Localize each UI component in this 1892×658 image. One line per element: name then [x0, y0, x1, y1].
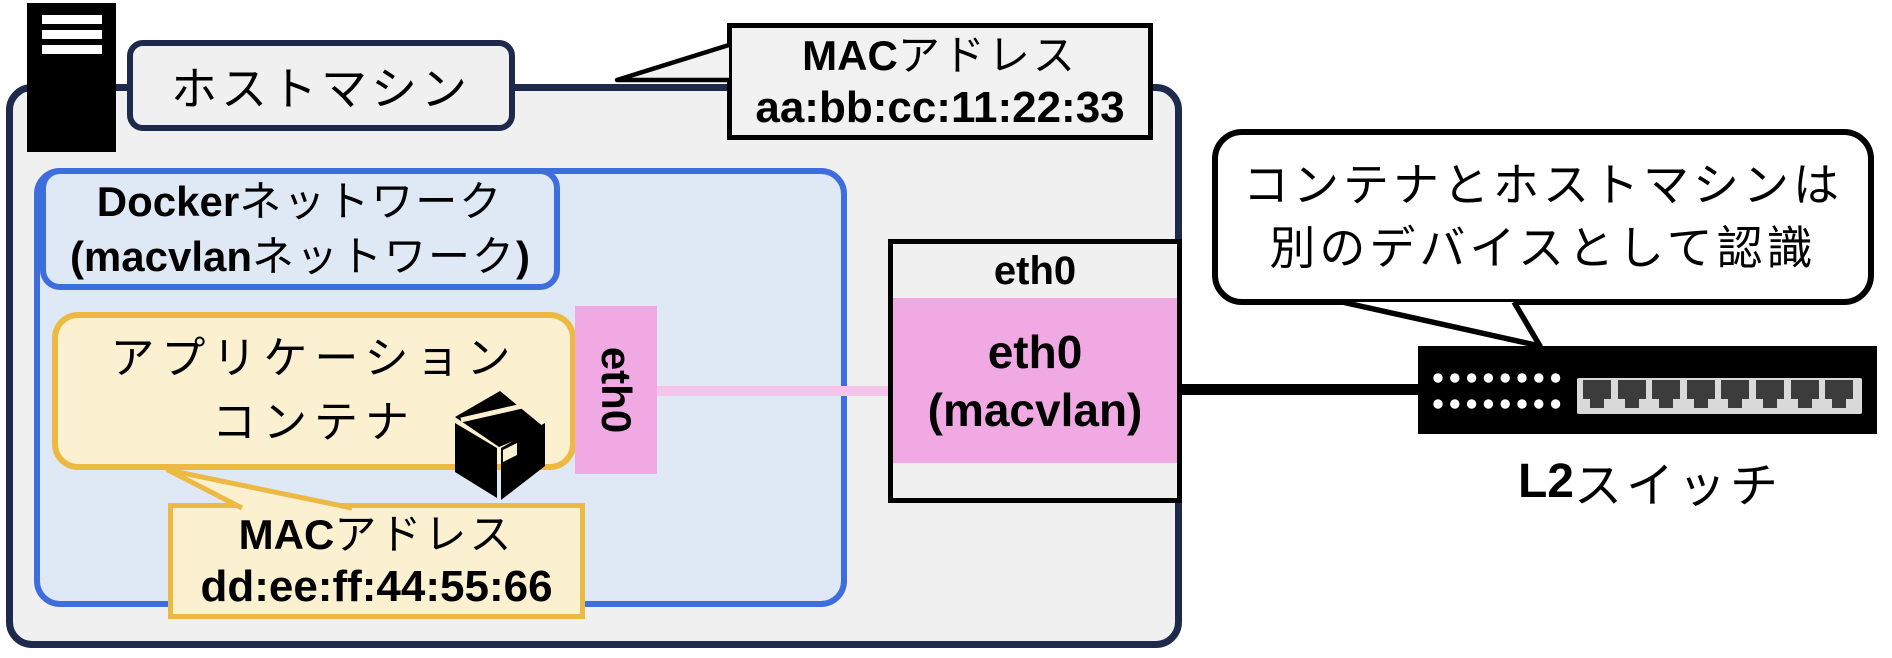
server-icon — [27, 3, 116, 152]
package-right-face — [501, 423, 545, 500]
annotation-bubble-tail — [1341, 299, 1543, 349]
container-to-nic-link — [657, 386, 888, 396]
annotation-bubble-tail-shape — [1341, 299, 1543, 349]
container-mac-title-en: MAC — [238, 511, 335, 558]
docker-label-line2-close: ) — [516, 233, 531, 280]
container-mac-callout-value: dd:ee:ff:44:55:66 — [200, 562, 553, 611]
annotation-bubble: コンテナとホストマシンは 別のデバイスとして認識 — [1212, 129, 1874, 305]
package-lid — [455, 391, 545, 447]
host-mac-callout-title: MACアドレス — [802, 30, 1078, 82]
package-left-face — [455, 423, 497, 498]
container-mac-callout-tail — [165, 467, 353, 511]
server-slot-3 — [42, 45, 102, 54]
container-mac-title-jp: アドレス — [334, 511, 515, 558]
switch-port-strip — [1577, 378, 1862, 414]
host-mac-title-en: MAC — [802, 31, 898, 79]
host-machine-label: ホストマシン — [127, 40, 515, 131]
annotation-bubble-line1: コンテナとホストマシンは — [1243, 159, 1843, 211]
macvlan-interface-box: eth0 (macvlan) — [893, 298, 1177, 463]
l2-switch-icon — [1418, 346, 1877, 434]
app-container-label-line2: コンテナ — [212, 398, 416, 447]
host-mac-callout-tail-shape — [614, 42, 730, 83]
package-lid-seam — [460, 401, 532, 423]
l2-switch-label-jp: スイッチ — [1574, 460, 1783, 513]
container-mac-callout: MACアドレス dd:ee:ff:44:55:66 — [168, 503, 585, 619]
host-mac-title-jp: アドレス — [897, 31, 1078, 79]
host-nic-port-label: eth0 — [993, 248, 1077, 293]
docker-network-label-line1: Dockerネットワーク — [97, 174, 503, 229]
app-container-label-line1: アプリケーション — [110, 334, 518, 383]
docker-network-label: Dockerネットワーク (macvlanネットワーク) — [40, 168, 560, 290]
host-mac-callout: MACアドレス aa:bb:cc:11:22:33 — [727, 23, 1153, 140]
package-icon — [455, 391, 545, 500]
nic-to-switch-link — [1182, 384, 1418, 395]
docker-label-line1-en: Docker — [96, 178, 240, 225]
macvlan-interface-line1: eth0 — [987, 325, 1083, 378]
host-machine-label-text: ホストマシン — [171, 62, 471, 115]
container-mac-callout-tail-shape — [165, 467, 353, 511]
annotation-bubble-line2: 別のデバイスとして認識 — [1269, 222, 1817, 274]
server-slot-2 — [42, 30, 102, 39]
docker-label-line1-jp: ネットワーク — [239, 178, 504, 225]
macvlan-interface-line2: (macvlan) — [927, 383, 1143, 436]
package-label — [503, 443, 517, 462]
docker-network-label-line2: (macvlanネットワーク) — [70, 229, 530, 284]
switch-ports — [1583, 380, 1853, 408]
docker-label-line2-jp: ネットワーク — [252, 233, 517, 280]
host-nic-box: eth0 eth0 (macvlan) — [888, 239, 1182, 503]
host-mac-callout-tail — [614, 42, 730, 83]
docker-label-line2-en: (macvlan — [69, 233, 253, 280]
switch-led-lights — [1433, 373, 1561, 409]
server-slot-1 — [42, 15, 102, 24]
container-eth0-interface: eth0 — [575, 306, 657, 474]
host-mac-callout-value: aa:bb:cc:11:22:33 — [755, 82, 1125, 132]
container-eth0-label: eth0 — [593, 346, 641, 434]
l2-switch-label-en: L2 — [1517, 454, 1574, 508]
server-tower — [27, 3, 116, 152]
container-mac-callout-title: MACアドレス — [239, 509, 515, 561]
